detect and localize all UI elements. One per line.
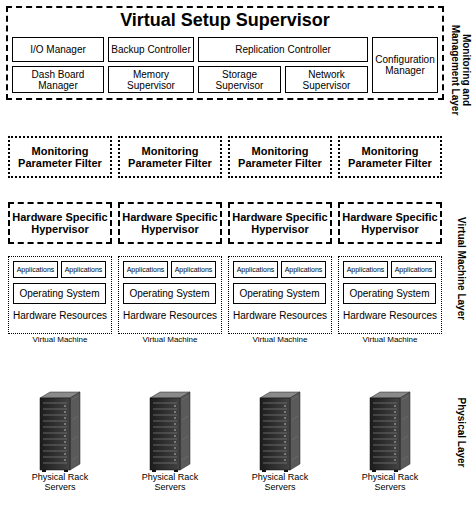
app-box: Applications xyxy=(171,261,216,278)
box-label: Applications xyxy=(395,266,433,274)
box-label: Hardware Resources xyxy=(119,310,221,321)
box-label: Virtual Machine xyxy=(3,336,117,345)
filter-box: Monitoring Parameter Filter xyxy=(8,136,112,178)
server-label: Physical Rack Servers xyxy=(245,473,315,493)
box-label: Operating System xyxy=(129,288,209,299)
rack-server xyxy=(370,392,410,472)
server-label: Physical Rack Servers xyxy=(135,473,205,493)
os-box: Operating System xyxy=(13,283,106,304)
hypervisor-box: Hardware Specific Hypervisor xyxy=(118,202,222,244)
module-box: Memory Supervisor xyxy=(108,66,194,93)
box-label: I/O Manager xyxy=(30,44,86,55)
box-label: Virtual Setup Supervisor xyxy=(8,11,442,31)
box-label: Storage Supervisor xyxy=(201,69,278,91)
server-label: Physical Rack Servers xyxy=(355,473,425,493)
box-label: Applications xyxy=(127,266,165,274)
module-box: I/O Manager xyxy=(12,37,104,62)
os-box: Operating System xyxy=(123,283,216,304)
app-box: Applications xyxy=(343,261,388,278)
box-label: Network Supervisor xyxy=(288,69,365,91)
box-label: Hardware Specific Hypervisor xyxy=(342,211,438,235)
hypervisor-box: Hardware Specific Hypervisor xyxy=(338,202,442,244)
box-label: Applications xyxy=(17,266,55,274)
box-label: Monitoring Parameter Filter xyxy=(122,145,218,169)
box-label: Operating System xyxy=(239,288,319,299)
module-box: Network Supervisor xyxy=(285,66,368,93)
box-label: Virtual Machine xyxy=(223,336,337,345)
box-label: Memory Supervisor xyxy=(111,69,191,91)
layer-label: Virtual Machine Layer xyxy=(456,193,467,343)
box-label: Hardware Specific Hypervisor xyxy=(122,211,218,235)
hypervisor-box: Hardware Specific Hypervisor xyxy=(8,202,112,244)
box-label: Hardware Specific Hypervisor xyxy=(12,211,108,235)
box-label: Monitoring Parameter Filter xyxy=(342,145,438,169)
app-box: Applications xyxy=(61,261,106,278)
rack-server xyxy=(260,392,300,472)
box-label: Monitoring Parameter Filter xyxy=(12,145,108,169)
box-label: Applications xyxy=(237,266,275,274)
vm-box: Hardware ResourcesVirtual MachineApplica… xyxy=(338,256,442,334)
rack-server xyxy=(150,392,190,472)
box-label: Operating System xyxy=(349,288,429,299)
box-label: Monitoring Parameter Filter xyxy=(232,145,328,169)
box-label: Hardware Specific Hypervisor xyxy=(232,211,328,235)
box-label: Applications xyxy=(347,266,385,274)
layer-label: Monitoring and Management Layer xyxy=(450,4,472,136)
os-box: Operating System xyxy=(233,283,326,304)
os-box: Operating System xyxy=(343,283,436,304)
filter-box: Monitoring Parameter Filter xyxy=(118,136,222,178)
box-label: Backup Controller xyxy=(111,44,190,55)
vm-box: Hardware ResourcesVirtual MachineApplica… xyxy=(8,256,112,334)
filter-box: Monitoring Parameter Filter xyxy=(228,136,332,178)
server-label: Physical Rack Servers xyxy=(25,473,95,493)
module-box: Dash Board Manager xyxy=(12,66,104,93)
box-label: Applications xyxy=(175,266,213,274)
box-label: Configuration Manager xyxy=(375,54,435,76)
module-box: Storage Supervisor xyxy=(198,66,281,93)
box-label: Virtual Machine xyxy=(113,336,227,345)
app-box: Applications xyxy=(281,261,326,278)
box-label: Hardware Resources xyxy=(9,310,111,321)
box-label: Applications xyxy=(65,266,103,274)
app-box: Applications xyxy=(13,261,58,278)
box-label: Hardware Resources xyxy=(229,310,331,321)
module-box: Backup Controller xyxy=(108,37,194,62)
module-box: Configuration Manager xyxy=(372,37,438,93)
app-box: Applications xyxy=(391,261,436,278)
rack-server xyxy=(40,392,80,472)
supervisor-panel: Virtual Setup SupervisorI/O Manager Backu… xyxy=(6,6,444,100)
box-label: Hardware Resources xyxy=(339,310,441,321)
box-label: Virtual Machine xyxy=(333,336,447,345)
box-label: Applications xyxy=(285,266,323,274)
vm-box: Hardware ResourcesVirtual MachineApplica… xyxy=(118,256,222,334)
hypervisor-box: Hardware Specific Hypervisor xyxy=(228,202,332,244)
layer-label: Physical Layer xyxy=(456,372,467,492)
module-box: Replication Controller xyxy=(198,37,368,62)
app-box: Applications xyxy=(233,261,278,278)
filter-box: Monitoring Parameter Filter xyxy=(338,136,442,178)
app-box: Applications xyxy=(123,261,168,278)
vm-box: Hardware ResourcesVirtual MachineApplica… xyxy=(228,256,332,334)
box-label: Operating System xyxy=(19,288,99,299)
box-label: Replication Controller xyxy=(235,44,331,55)
box-label: Dash Board Manager xyxy=(15,69,101,91)
